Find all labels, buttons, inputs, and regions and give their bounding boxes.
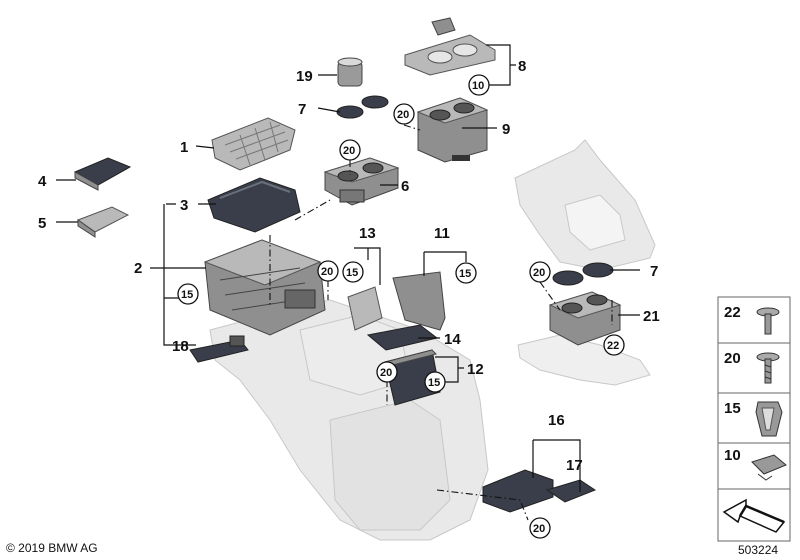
circled-15-a: 15	[177, 283, 199, 305]
callout-21: 21	[643, 308, 660, 325]
circled-callouts: 10 20 20 20 20 20 20 15	[177, 74, 625, 539]
callout-12: 12	[467, 361, 484, 378]
part-6-cupholder	[323, 157, 400, 206]
circled-20-f: 20	[529, 517, 551, 539]
circled-15-d: 15	[424, 371, 446, 393]
callout-9: 9	[502, 121, 510, 138]
callout-5: 5	[38, 215, 46, 232]
fastener-legend: 22 20 15 10	[717, 296, 791, 542]
legend-10: 10	[724, 447, 741, 464]
legend-22: 22	[724, 304, 741, 321]
circled-22: 22	[603, 334, 625, 356]
circled-20-c: 20	[317, 260, 339, 282]
part-7-mats-right	[552, 262, 614, 286]
svg-text:20: 20	[533, 523, 545, 535]
callout-6: 6	[401, 178, 409, 195]
svg-text:20: 20	[380, 367, 392, 379]
svg-text:15: 15	[459, 268, 471, 280]
callout-4: 4	[38, 173, 47, 190]
part-19-cup-insert	[337, 57, 363, 87]
part-4-pad	[73, 157, 132, 191]
svg-text:15: 15	[428, 377, 440, 389]
callout-16: 16	[548, 412, 565, 429]
part-2-storage-base	[203, 239, 326, 336]
callout-8: 8	[518, 58, 526, 75]
part-16-tray	[482, 469, 554, 513]
circled-20-a: 20	[393, 103, 415, 125]
part-1-tray	[211, 117, 296, 171]
circled-20-e: 20	[529, 261, 551, 283]
callout-11: 11	[434, 225, 450, 242]
part-8-cover-plate	[404, 17, 496, 76]
part-3-lid	[207, 177, 301, 233]
callout-3: 3	[180, 197, 188, 214]
svg-text:20: 20	[397, 109, 409, 121]
circled-10: 10	[468, 74, 490, 96]
svg-text:20: 20	[533, 267, 545, 279]
part-12-bin	[384, 349, 441, 406]
callout-14: 14	[444, 331, 461, 348]
part-11-panel	[392, 271, 446, 331]
screw-22-icon	[756, 307, 780, 335]
trim-panel-ghost	[514, 139, 656, 271]
callout-13: 13	[359, 225, 376, 242]
direction-arrow-icon	[722, 498, 786, 533]
svg-text:15: 15	[346, 267, 358, 279]
callout-7-top: 7	[298, 101, 306, 118]
svg-text:10: 10	[472, 80, 484, 92]
copyright-text: © 2019 BMW AG	[6, 541, 98, 555]
assembly-lines	[269, 124, 613, 521]
callout-7-right: 7	[650, 263, 658, 280]
clip-10-icon	[751, 454, 787, 481]
part-18-latch	[189, 335, 249, 363]
part-17-mat	[545, 479, 597, 503]
circled-20-b: 20	[339, 139, 361, 161]
screw-20-icon	[756, 352, 780, 384]
svg-text:15: 15	[181, 289, 193, 301]
clip-15-icon	[755, 401, 783, 437]
callout-18: 18	[172, 338, 189, 355]
circled-15-b: 15	[342, 261, 364, 283]
legend-15: 15	[724, 400, 741, 417]
svg-text:20: 20	[321, 266, 333, 278]
svg-text:20: 20	[343, 145, 355, 157]
circled-20-d: 20	[376, 361, 398, 383]
part-13-panel	[347, 286, 383, 331]
callout-17: 17	[566, 457, 583, 474]
legend-20: 20	[724, 350, 741, 367]
diagram-number: 503224	[738, 543, 778, 557]
callout-2: 2	[134, 260, 142, 277]
callout-1: 1	[180, 139, 188, 156]
callout-numbers: 1 2 3 4 5 6 7 7 8 9 11 12 13 14 16 17 18…	[38, 58, 660, 474]
part-7-mats-top	[336, 95, 389, 119]
callout-19: 19	[296, 68, 313, 85]
circled-15-c: 15	[455, 262, 477, 284]
part-9-cupholder-module	[416, 97, 489, 163]
svg-text:22: 22	[607, 340, 619, 352]
part-5-bracket	[76, 206, 130, 238]
part-21-cupholder	[548, 291, 622, 346]
